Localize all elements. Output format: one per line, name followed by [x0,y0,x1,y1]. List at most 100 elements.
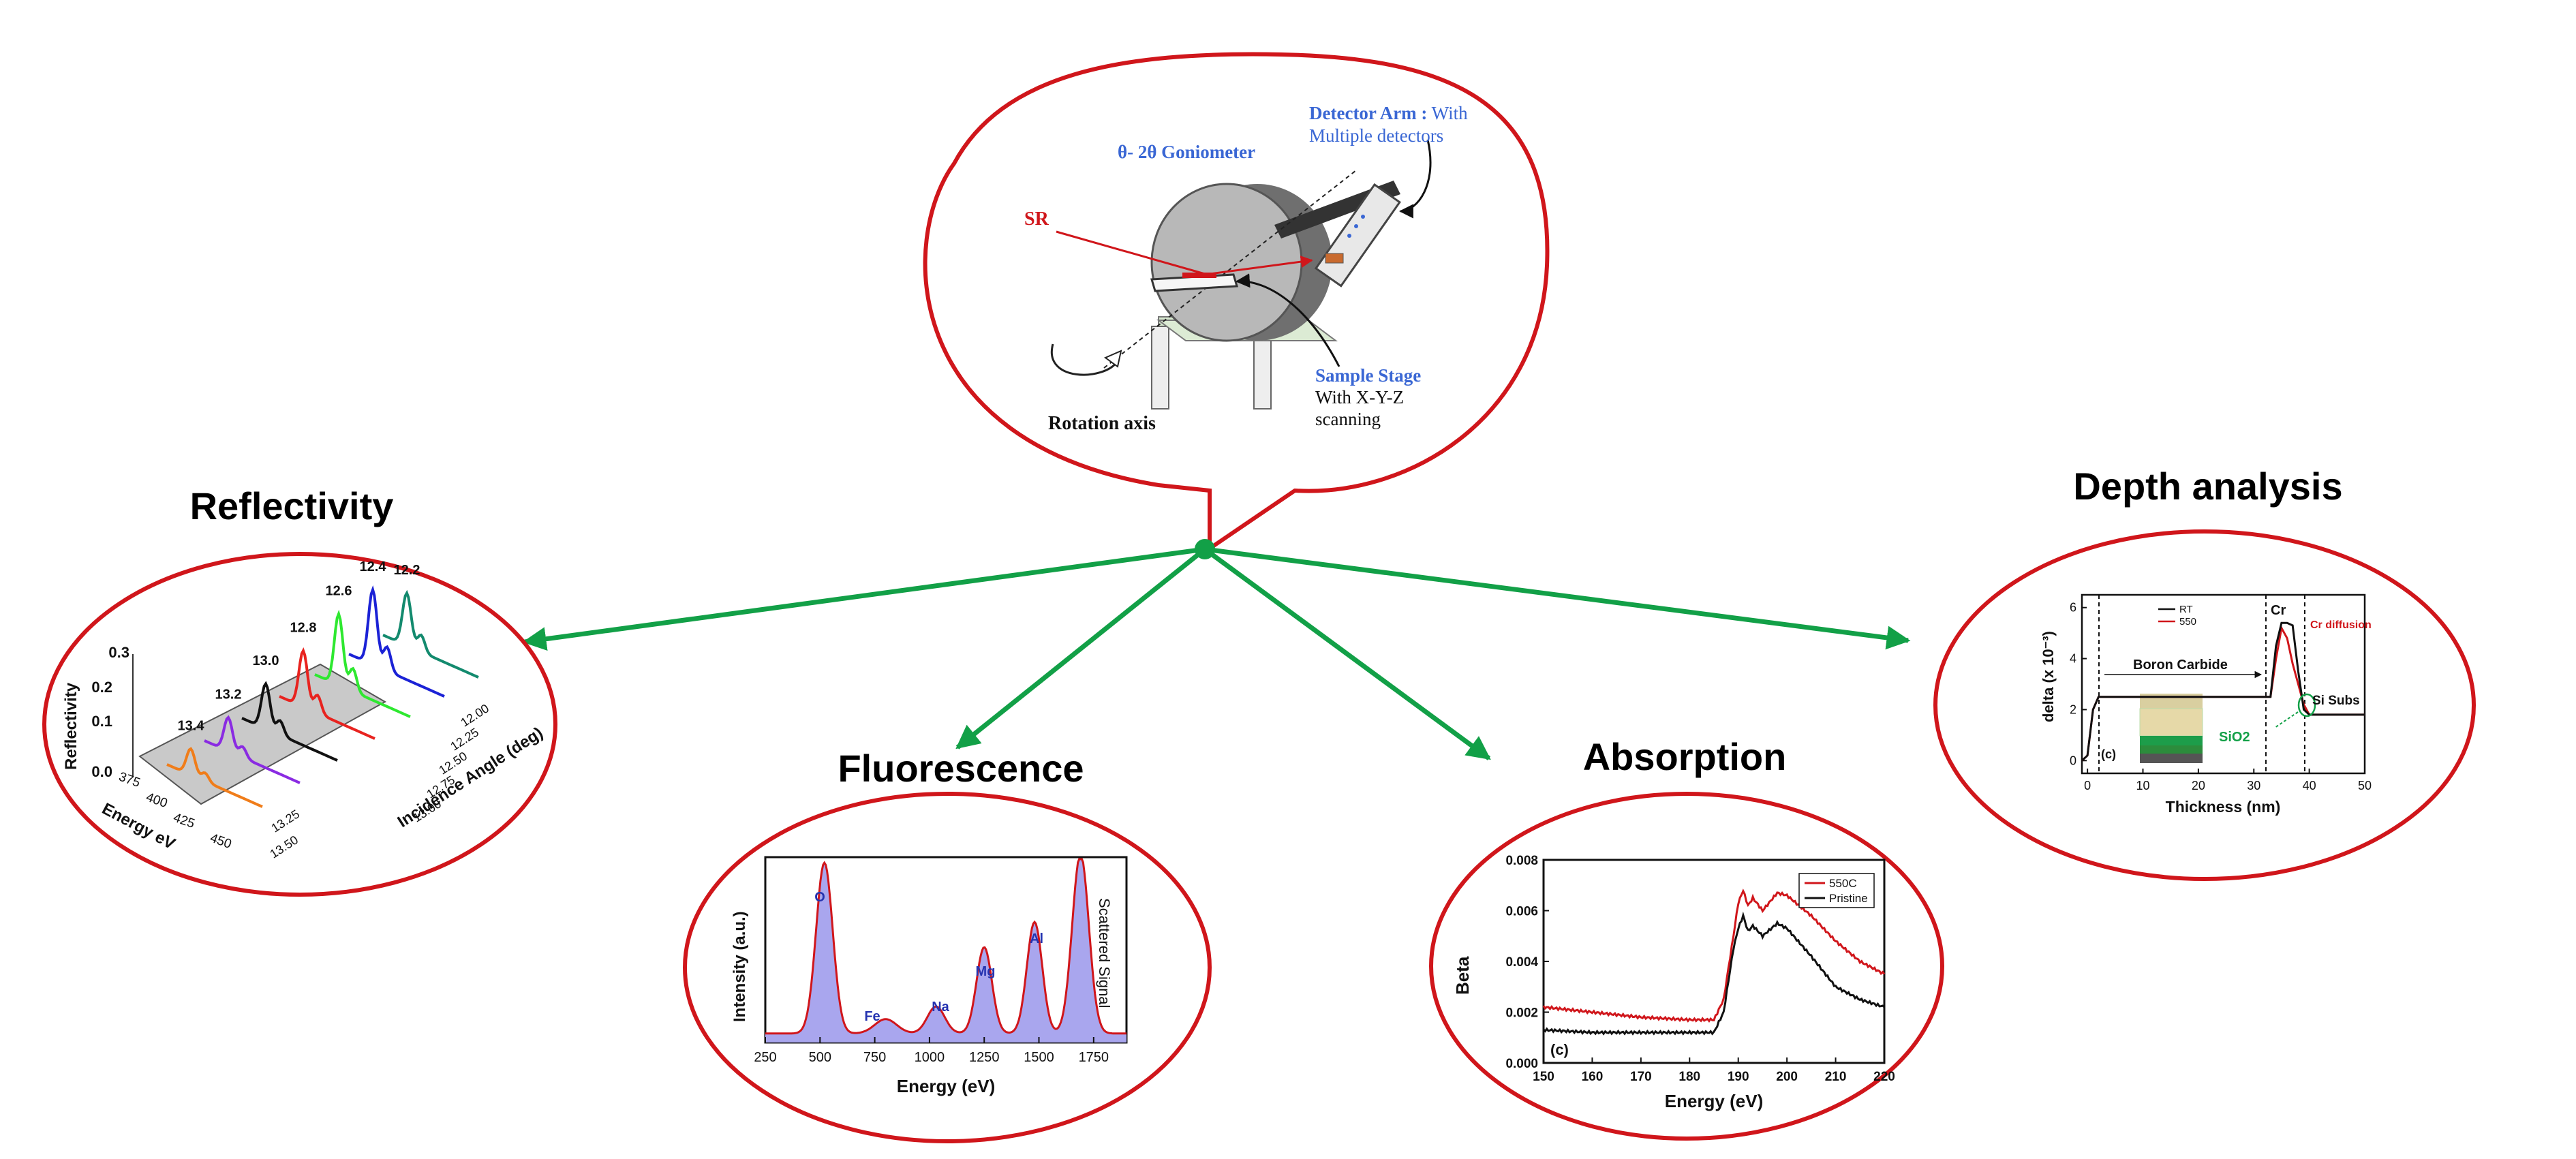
abs-xtick-label: 190 [1728,1070,1749,1084]
hub-dot [1195,539,1215,559]
depth-xtick-label: 40 [2303,779,2316,792]
refl-trace [204,715,301,784]
refl-z-label: Reflectivity [62,682,80,770]
refl-trace [314,609,411,718]
refl-peak-label: 12.4 [360,559,387,574]
refl-trace [166,747,263,808]
refl-trace [382,589,479,679]
abs-legend: 550C Pristine [1798,873,1875,908]
abs-ytick-label: 0.002 [1505,1006,1538,1021]
depth-ytick-label: 6 [2070,601,2076,615]
refl-peak-label: 13.0 [253,653,279,668]
arrow-to-reflectivity [522,546,1206,651]
refl-ztick-3: 0.0 [91,763,112,780]
depth-xtick-label: 10 [2136,779,2149,792]
absorption-title: Absorption [1583,735,1787,778]
depth-xtick-label: 50 [2358,779,2372,792]
abs-xtick-label: 210 [1825,1070,1847,1084]
fluo-fill [765,859,1126,1042]
depth-sio2-label: SiO2 [2219,730,2250,745]
fluo-xtick-label: 1250 [969,1050,1000,1065]
abs-ytick-label: 0.006 [1505,905,1538,919]
depth-ytick-label: 4 [2070,652,2076,666]
reflectivity-ellipse [42,552,557,897]
arrow-to-fluorescence [955,547,1207,750]
depth-xtick-label: 20 [2192,779,2205,792]
abs-legend-0: 550C [1829,877,1857,890]
refl-ytick-label: 12.25 [448,725,481,753]
refl-peak-label: 12.2 [394,563,420,578]
abs-ytick-label: 0.008 [1505,854,1538,868]
fluo-xtick-label: 500 [809,1050,831,1065]
abs-xtick-label: 170 [1630,1070,1652,1084]
depth-ellipse [1933,529,2476,881]
refl-xtick-label: 450 [208,831,233,852]
arrow-to-depth [1204,546,1911,650]
depth-title: Depth analysis [2073,465,2342,508]
refl-peak-label: 13.4 [178,719,205,734]
abs-xtick-label: 200 [1776,1070,1798,1084]
refl-xtick-label: 425 [171,811,196,832]
depth-layer-inset [2139,694,2203,763]
fluo-xtick-label: 1000 [915,1050,945,1065]
abs-legend-1: Pristine [1829,892,1868,905]
sample-stage-label: Sample Stage [1315,365,1421,386]
abs-ytick-label: 0.000 [1505,1057,1538,1071]
depth-ytick-label: 2 [2070,702,2076,716]
rotation-axis-label: Rotation axis [1048,413,1156,434]
refl-ytick-label: 12.00 [458,701,491,729]
abs-panel-label: (c) [1550,1041,1569,1058]
depth-frame [2081,593,2366,775]
fluo-xlabel: Energy (eV) [897,1076,996,1096]
depth-xlabel: Thickness (nm) [2166,798,2281,816]
fluo-peak-O: O [814,890,825,905]
refl-ztick-1: 0.2 [91,679,112,696]
abs-xtick-label: 180 [1678,1070,1700,1084]
reflectivity-plot: 0.3 0.2 0.1 0.0 Reflectivity Energy eV I… [62,559,547,861]
depth-sio2-pointer [2274,711,2299,728]
refl-xtick-label: 375 [117,770,142,791]
refl-xtick-label: 400 [144,790,169,812]
refl-trace [241,681,338,762]
sr-label: SR [1024,208,1049,230]
abs-xlabel: Energy (eV) [1665,1091,1764,1111]
fluo-right-label: Scattered Signal [1096,898,1113,1008]
fluorescence-title: Fluorescence [838,747,1084,790]
fluorescence-ellipse [683,792,1212,1143]
fluo-line [765,858,1126,1035]
fluo-peak-Fe: Fe [864,1009,880,1024]
fluo-xtick-label: 250 [754,1050,776,1065]
refl-peak-label: 12.6 [326,584,352,599]
refl-ztick-2: 0.1 [91,713,112,730]
depth-sio2-ring [2297,693,2316,717]
depth-legend-0: RT [2179,604,2193,615]
detector-arm-label: Detector Arm : With [1309,103,1468,123]
fluo-xtick-label: 1500 [1024,1050,1054,1065]
fluo-peak-Mg: Mg [976,964,996,979]
connector-arrows [522,539,1911,760]
refl-trace [279,647,375,740]
abs-ytick-label: 0.004 [1505,955,1538,970]
fluo-ylabel: Intensity (a.u.) [731,911,749,1022]
refl-peak-label: 13.2 [215,687,242,702]
depth-series-RT [2081,621,2365,762]
abs-series-pristine [1542,911,1885,1036]
fluo-xtick-label: 750 [863,1050,886,1065]
depth-bc-label: Boron Carbide [2133,658,2228,673]
depth-ytick-label: 0 [2070,754,2076,767]
detector-arm-sublabel: Multiple detectors [1309,125,1443,146]
goniometer-label: θ- 2θ Goniometer [1118,142,1255,162]
refl-trace [348,585,445,698]
fluo-peak-Na: Na [932,1000,949,1015]
depth-xtick-label: 30 [2247,779,2260,792]
fluorescence-plot: 250 500 750 1000 1250 1500 1750 Intensity (a.u… [731,856,1128,1096]
fluo-peak-Al: Al [1030,931,1043,946]
depth-xtick-label: 0 [2084,779,2091,792]
setup-bubble: θ- 2θ Goniometer Detector Arm : With Mul… [923,52,1550,553]
depth-legend: RT 550 [2158,604,2196,628]
fluo-xtick-label: 1750 [1079,1050,1109,1065]
abs-xtick-label: 160 [1582,1070,1604,1084]
